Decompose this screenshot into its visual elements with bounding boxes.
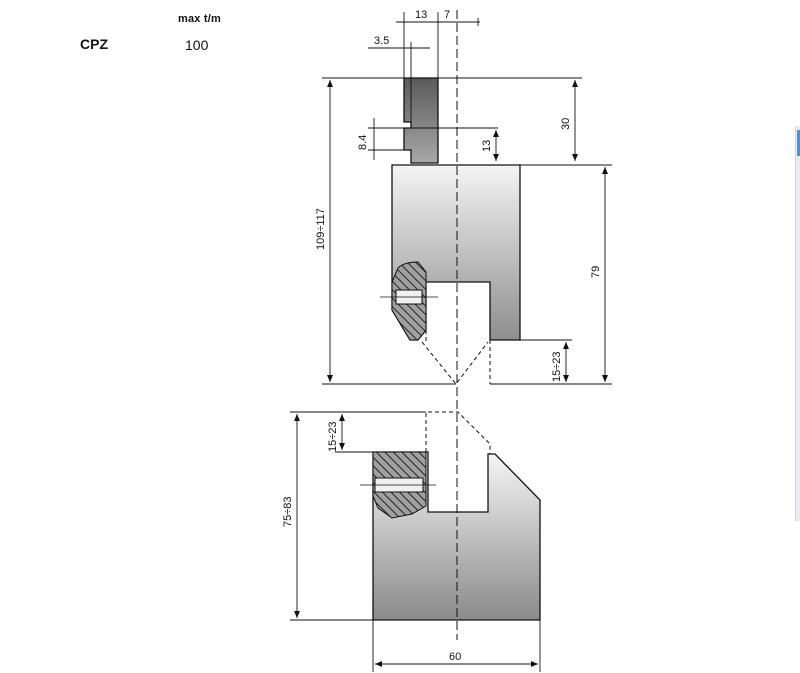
- dim-upper-adjust-label: 15÷23: [551, 351, 563, 382]
- dim-top-width-label: 13: [415, 9, 427, 21]
- dim-base-width-label: 60: [449, 651, 461, 663]
- dimension-lines: [290, 12, 612, 672]
- die-opening-dashed: [425, 411, 491, 454]
- dim-body-height-label: 79: [590, 266, 602, 278]
- dim-lower-adjust-label: 15÷23: [327, 421, 339, 452]
- right-edge-tab[interactable]: [797, 130, 800, 156]
- capacity-unit-label: max t/m: [178, 13, 221, 25]
- dim-groove-height-label: 8.4: [357, 135, 369, 150]
- dim-tang-inner-label: 13: [481, 140, 493, 152]
- capacity-value: 100: [185, 37, 209, 53]
- lower-die: [360, 411, 541, 621]
- punch-tang: [403, 77, 439, 164]
- dim-tang-step-label: 3.5: [374, 35, 389, 47]
- product-name: CPZ: [80, 36, 108, 52]
- dim-offset-label: 7: [444, 9, 450, 21]
- dim-tang-height-label: 30: [560, 118, 572, 130]
- right-edge-panel: [795, 126, 800, 521]
- upper-punch: [380, 77, 521, 385]
- dim-lower-height-label: 75÷83: [282, 496, 294, 527]
- dim-upper-height-label: 109÷117: [315, 208, 327, 250]
- punch-tip-dashed: [421, 341, 489, 385]
